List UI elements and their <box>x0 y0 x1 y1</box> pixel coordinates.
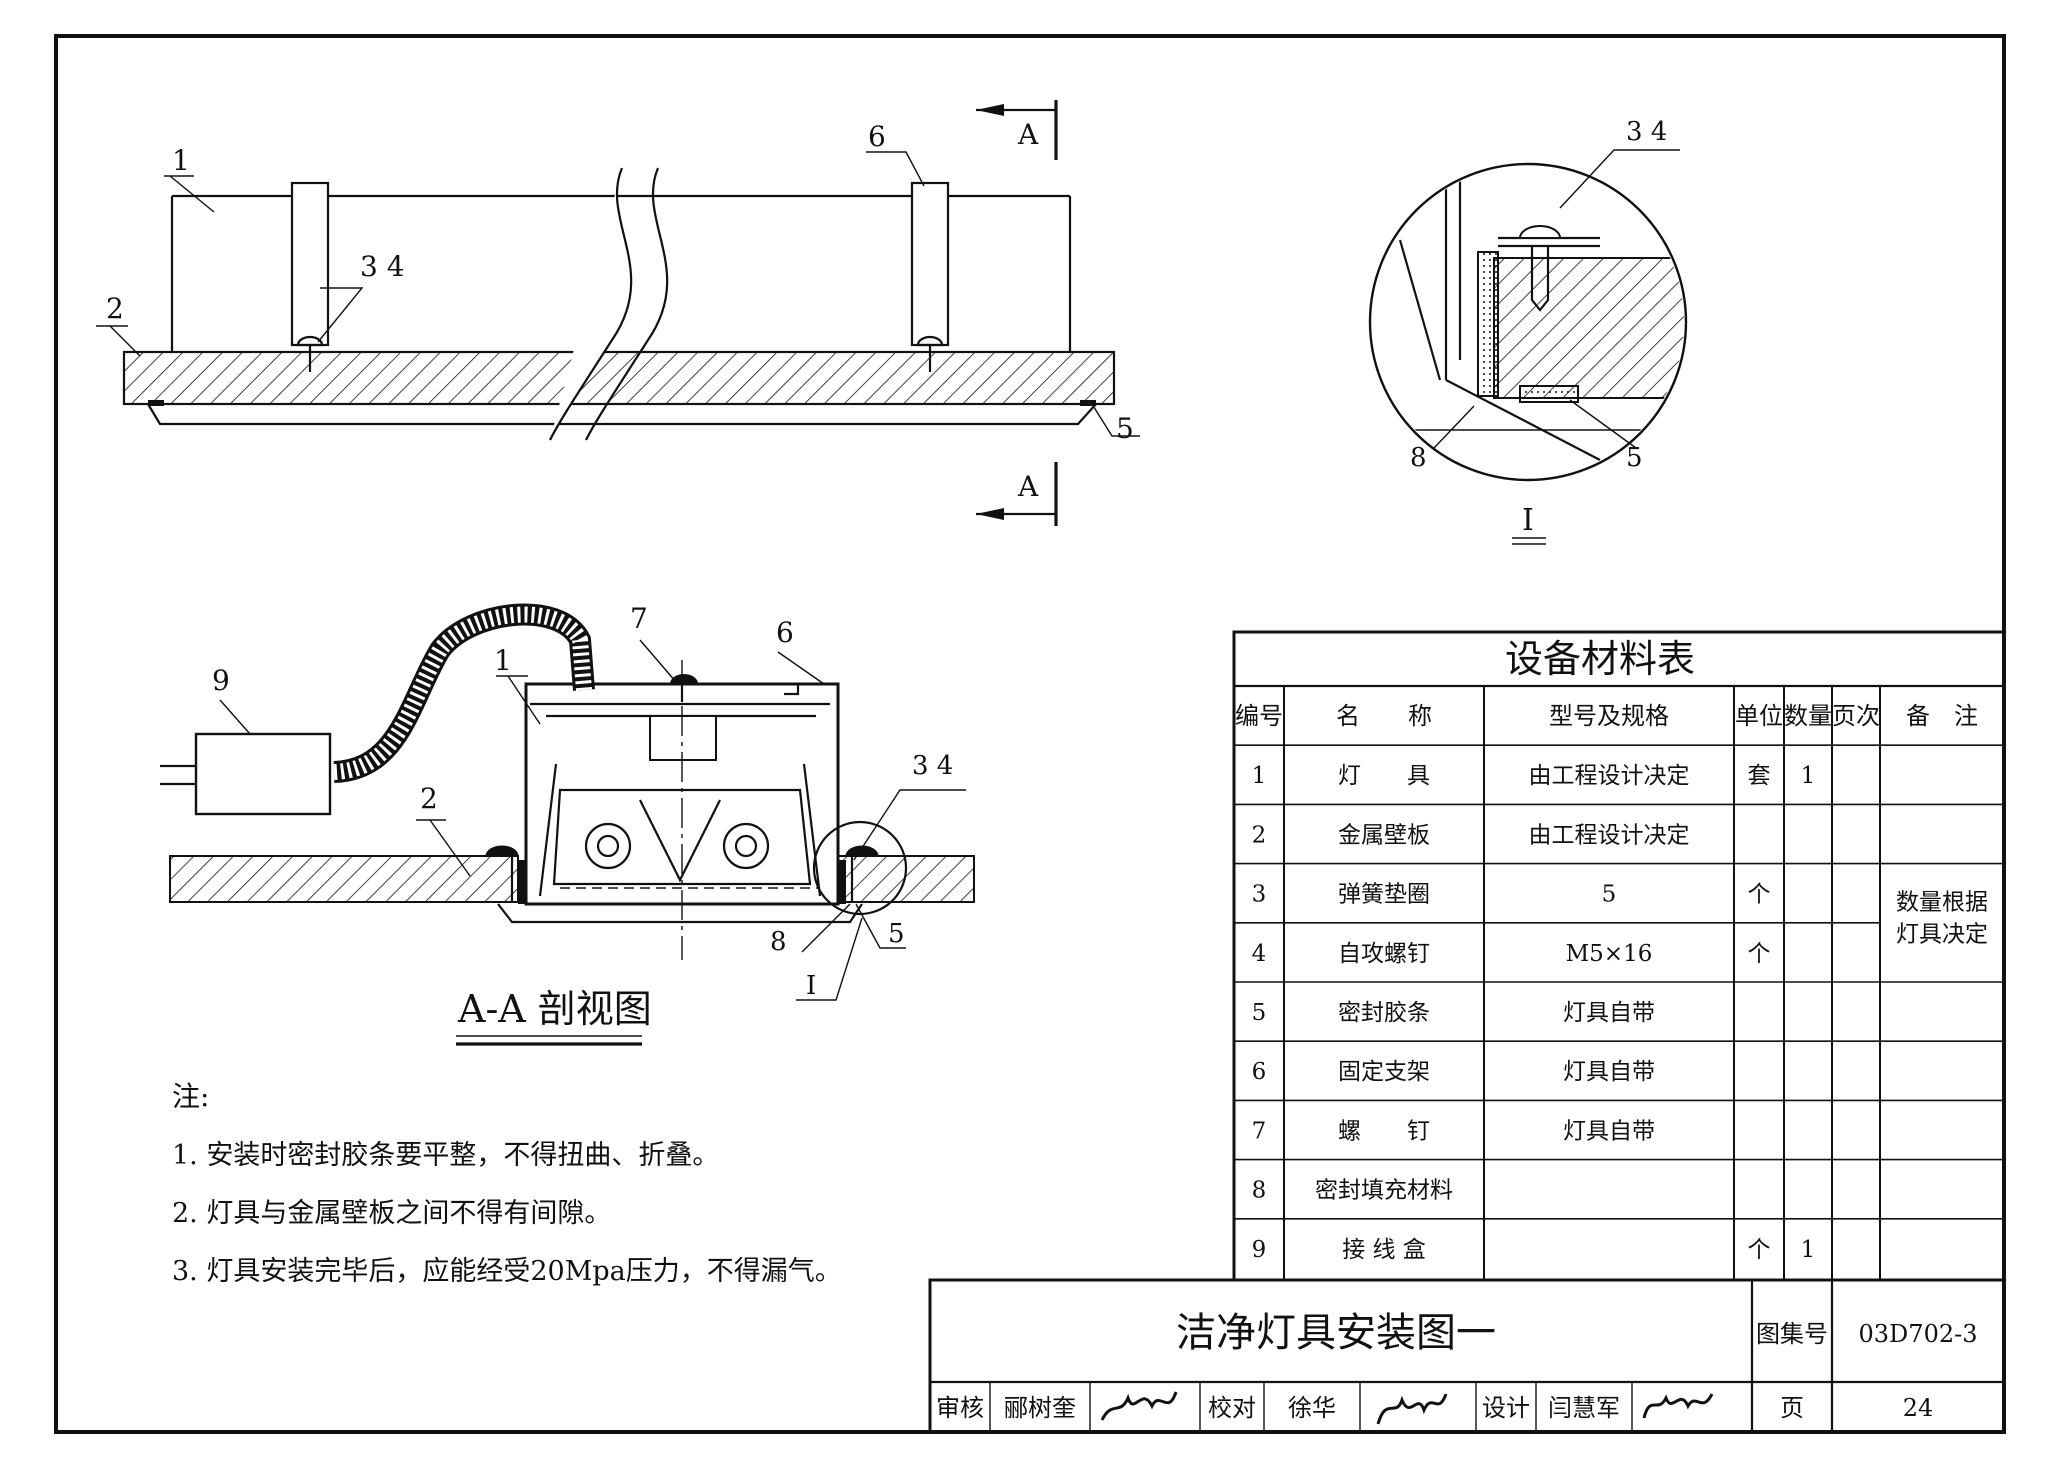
table-cell: 个 <box>1748 882 1771 908</box>
checker-signature <box>1376 1393 1448 1425</box>
table-cell: 5 <box>1252 1000 1267 1026</box>
wall-panel-hatch-right <box>837 855 975 903</box>
drawing-title: 洁净灯具安装图一 <box>1176 1310 1496 1356</box>
table-header: 编号 <box>1235 702 1283 730</box>
table-cell: 接 线 盒 <box>1342 1237 1426 1263</box>
atlas-number: 03D702-3 <box>1859 1320 1978 1348</box>
break-line <box>549 167 633 441</box>
wall-panel-hatch-left <box>169 855 519 903</box>
detail-id: I <box>1522 503 1534 538</box>
table-cell: 固定支架 <box>1338 1059 1430 1085</box>
table-header: 备 注 <box>1906 702 1978 730</box>
note-1: 1. 安装时密封胶条要平整，不得扭曲、折叠。 <box>172 1140 719 1171</box>
table-remark: 数量根据 <box>1896 890 1988 916</box>
design-label: 设计 <box>1482 1394 1530 1422</box>
aa-label-9: 9 <box>212 664 230 697</box>
reviewer-name: 郦树奎 <box>1004 1394 1076 1422</box>
bracket-right <box>910 181 950 347</box>
table-cell: 个 <box>1748 1237 1771 1263</box>
table-cell: 由工程设计决定 <box>1529 763 1690 789</box>
table-cell: 密封胶条 <box>1338 1000 1430 1026</box>
aa-label-5: 5 <box>888 919 905 949</box>
note-2: 2. 灯具与金属壁板之间不得有间隙。 <box>172 1198 611 1229</box>
table-cell: 2 <box>1252 822 1267 848</box>
table-cell: 灯具自带 <box>1563 1000 1655 1026</box>
title-block: 洁净灯具安装图一 图集号 03D702-3 审核 郦树奎 校对 徐华 设计 闫慧… <box>928 1278 2006 1434</box>
table-cell: 螺 钉 <box>1338 1118 1430 1144</box>
check-label: 校对 <box>1208 1394 1256 1422</box>
table-cell: 弹簧垫圈 <box>1338 882 1430 908</box>
review-label: 审核 <box>936 1394 984 1422</box>
detail-label-3-4: 3 4 <box>1626 117 1667 147</box>
atlas-label: 图集号 <box>1756 1320 1828 1348</box>
section-mark-a-bottom: A <box>1017 470 1039 503</box>
aa-label-8: 8 <box>770 927 787 957</box>
table-cell: 8 <box>1252 1178 1267 1204</box>
page-label: 页 <box>1780 1394 1804 1422</box>
section-mark-a-top: A <box>1017 118 1039 151</box>
table-cell: 密封填充材料 <box>1315 1178 1453 1204</box>
aa-label-2: 2 <box>420 782 438 815</box>
table-cell: 3 <box>1252 882 1267 908</box>
table-title: 设备材料表 <box>1505 637 1695 681</box>
table-cell: 套 <box>1748 763 1771 789</box>
label-1: 1 <box>172 144 190 177</box>
table-cell: 1 <box>1252 763 1267 789</box>
table-remark: 灯具决定 <box>1896 922 1988 948</box>
table-cell: 个 <box>1748 941 1771 967</box>
table-cell: 金属壁板 <box>1338 822 1430 848</box>
reviewer-signature <box>1100 1391 1178 1421</box>
bracket-left <box>290 181 330 347</box>
designer-name: 闫慧军 <box>1548 1394 1620 1422</box>
designer-signature <box>1642 1393 1714 1419</box>
detail-label-5: 5 <box>1626 443 1643 473</box>
table-cell: 由工程设计决定 <box>1529 822 1690 848</box>
aa-label-7: 7 <box>630 602 648 635</box>
label-3-4: 3 4 <box>360 250 405 283</box>
label-2: 2 <box>106 292 124 325</box>
table-header: 单位 <box>1735 702 1783 730</box>
label-6: 6 <box>868 120 886 153</box>
table-cell: 灯 具 <box>1338 763 1430 789</box>
label-5: 5 <box>1116 412 1134 445</box>
junction-box <box>194 732 332 816</box>
wall-panel-hatch <box>122 350 1116 406</box>
break-line <box>585 167 669 441</box>
table-cell: 7 <box>1252 1118 1267 1144</box>
section-title: A-A 剖视图 <box>457 987 652 1031</box>
note-3: 3. 灯具安装完毕后，应能经受20Mpa压力，不得漏气。 <box>172 1256 842 1287</box>
aa-label-1: 1 <box>494 644 512 677</box>
table-cell: 灯具自带 <box>1563 1059 1655 1085</box>
table-cell: 4 <box>1252 941 1267 967</box>
table-cell: 1 <box>1801 763 1816 789</box>
table-cell: 6 <box>1252 1059 1267 1085</box>
table-cell: 自攻螺钉 <box>1338 941 1430 967</box>
table-header: 页次 <box>1832 702 1880 730</box>
section-aa: 1 2 3 4 5 6 7 8 9 I A-A 剖视图 <box>160 602 975 1046</box>
table-cell: 灯具自带 <box>1563 1118 1655 1144</box>
notes-heading: 注: <box>172 1080 209 1113</box>
aa-label-6: 6 <box>776 616 794 649</box>
detail-label-8: 8 <box>1410 443 1427 473</box>
table-cell: M5×16 <box>1566 941 1653 967</box>
aa-label-3-4: 3 4 <box>912 751 953 781</box>
aa-label-i: I <box>806 971 816 1001</box>
table-header: 数量 <box>1784 702 1832 730</box>
table-cell: 1 <box>1801 1237 1816 1263</box>
elevation-view: 1 2 3 4 5 6 A A <box>96 100 1140 526</box>
table-cell: 9 <box>1252 1237 1267 1263</box>
page-number: 24 <box>1903 1394 1934 1422</box>
detail-i: 3 4 8 5 I <box>1368 117 1688 545</box>
checker-name: 徐华 <box>1288 1394 1336 1422</box>
table-header: 型号及规格 <box>1549 702 1669 730</box>
table-header: 名 称 <box>1336 702 1432 730</box>
notes: 注: 1. 安装时密封胶条要平整，不得扭曲、折叠。 2. 灯具与金属壁板之间不得… <box>172 1080 842 1287</box>
table-cell: 5 <box>1602 882 1617 908</box>
